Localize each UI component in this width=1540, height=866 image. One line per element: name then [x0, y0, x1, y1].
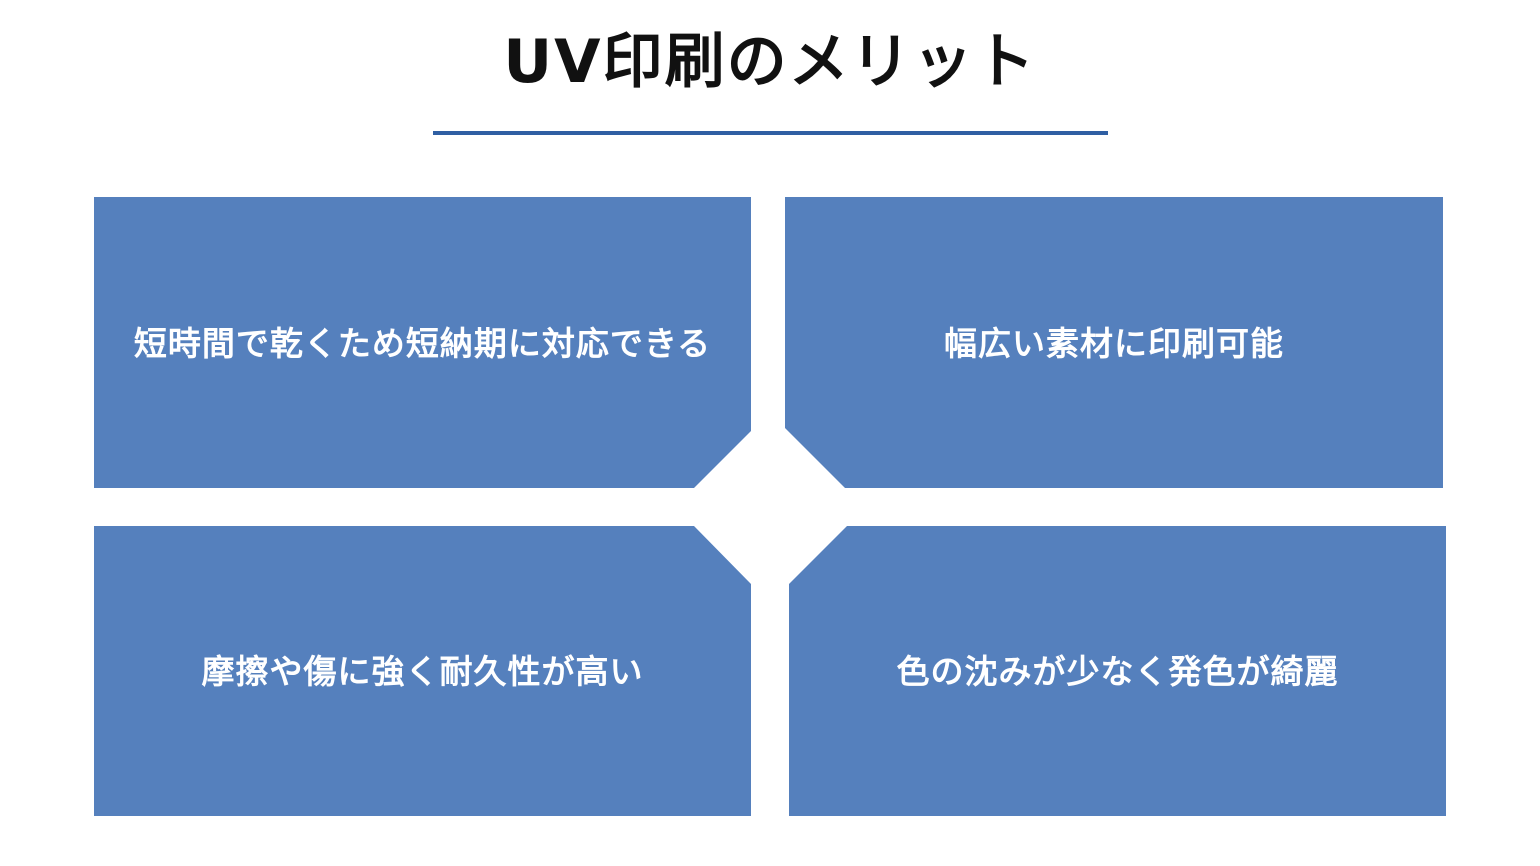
merit-label: 色の沈みが少なく発色が綺麗	[896, 652, 1339, 691]
merit-label: 短時間で乾くため短納期に対応できる	[133, 323, 712, 363]
page-title: UV印刷のメリット	[503, 27, 1037, 97]
title-underline	[433, 131, 1108, 135]
merit-panel-vivid-color: 色の沈みが少なく発色が綺麗	[789, 526, 1446, 816]
merit-panel-wide-materials: 幅広い素材に印刷可能	[785, 197, 1443, 488]
merit-panel-quick-drying: 短時間で乾くため短納期に対応できる	[94, 197, 751, 488]
merit-panel-durability: 摩擦や傷に強く耐久性が高い	[94, 526, 751, 816]
merit-label: 摩擦や傷に強く耐久性が高い	[201, 652, 644, 691]
merit-label: 幅広い素材に印刷可能	[944, 323, 1284, 363]
